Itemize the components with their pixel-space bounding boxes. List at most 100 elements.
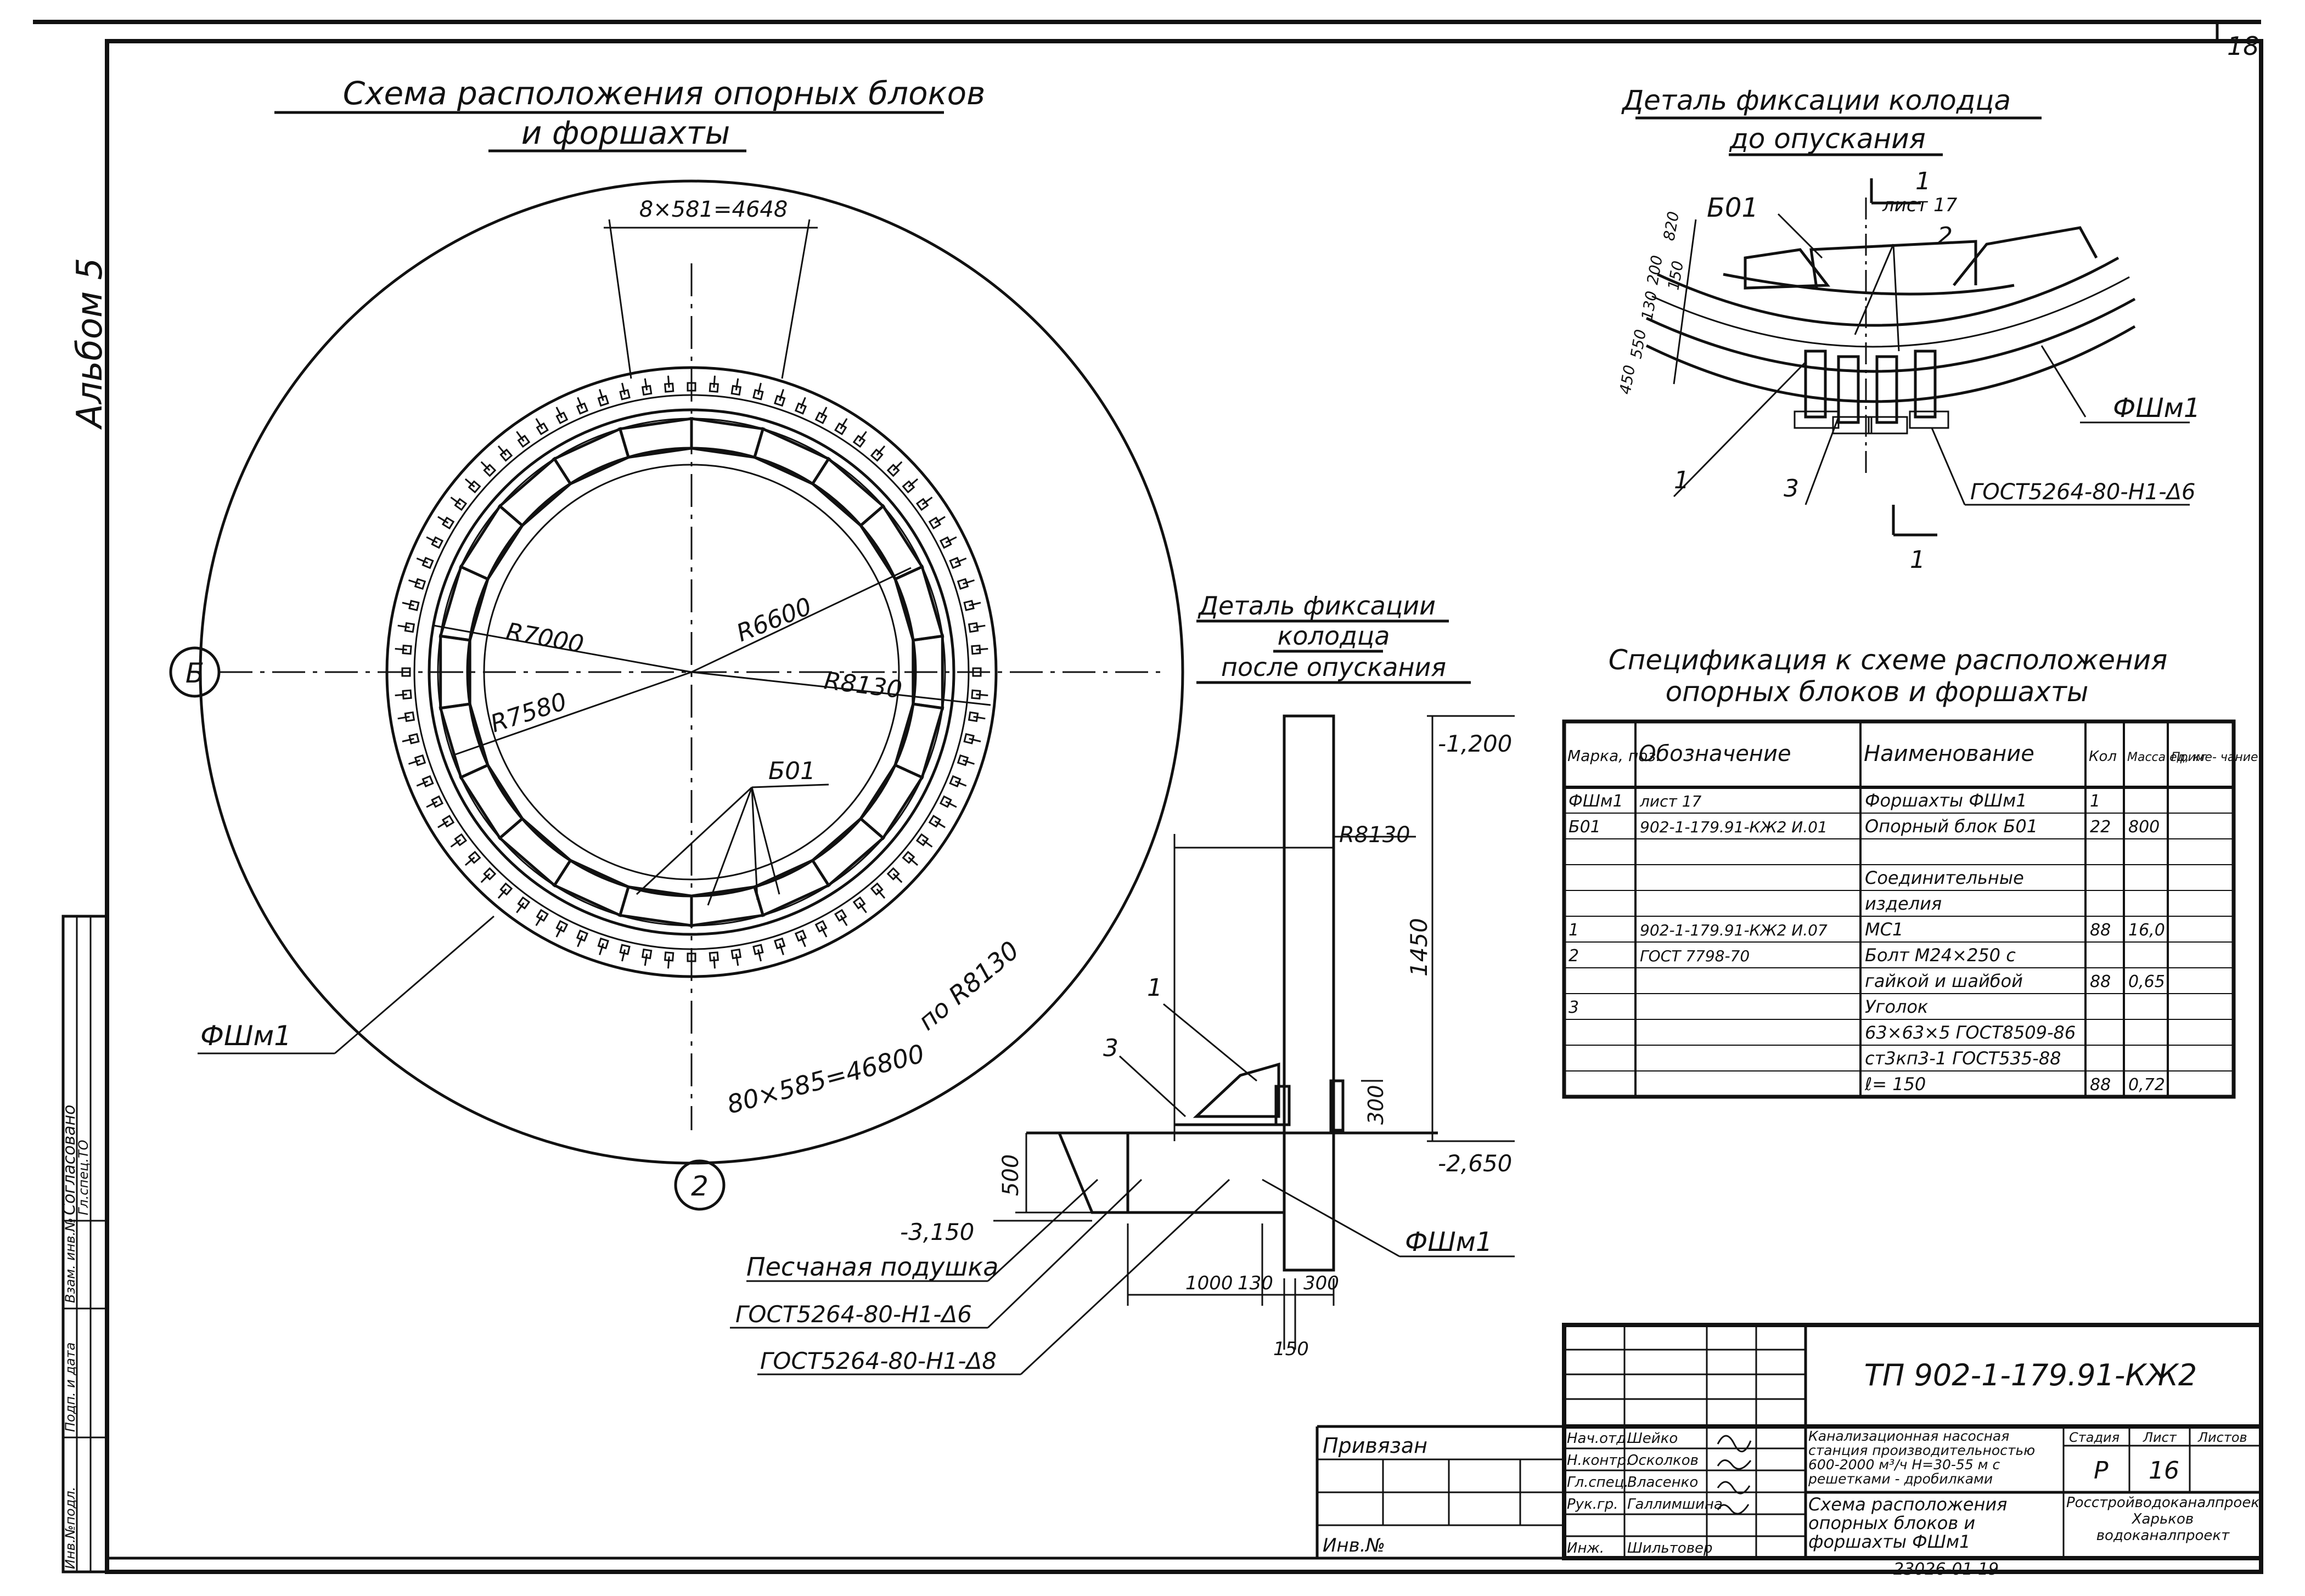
svg-text:820: 820: [1660, 210, 1683, 242]
spec-table-frame: [1562, 719, 2236, 1099]
spec-cell: МС1: [1865, 919, 1903, 940]
fsh-mark-tick: [779, 943, 784, 955]
stamp-code: ТП 902-1-179.91-КЖ2: [1864, 1358, 2197, 1392]
fsh-mark-tick: [858, 902, 867, 913]
fsh-mark-tick: [713, 956, 716, 969]
fsh-mark-tick: [437, 820, 449, 828]
fsh-mark-tick: [667, 375, 670, 388]
spec-cell: 3: [1568, 998, 1579, 1017]
detail-after-fsh: ФШм1: [1405, 1227, 1492, 1257]
stamp-list: 16: [2149, 1457, 2179, 1485]
fsh-mark-tick: [973, 715, 986, 720]
detail-after-lbl-3: 3: [1103, 1034, 1118, 1062]
spec-cell: 88: [2090, 921, 2111, 940]
page-number: 18: [2227, 31, 2259, 61]
fsh-mark-tick: [945, 800, 957, 808]
spec-cell: 1: [1568, 921, 1579, 940]
spec-cell: ГОСТ 7798-70: [1640, 947, 1750, 965]
fsh-mark-tick: [497, 888, 507, 899]
svg-text:Галлимшина: Галлимшина: [1627, 1496, 1723, 1513]
dim-top-label: 8×581=4648: [639, 197, 788, 222]
fsh-mark-tick: [408, 759, 420, 765]
r8130-label: R8130: [823, 667, 904, 704]
svg-text:Рук.гр.: Рук.гр.: [1567, 1496, 1618, 1513]
scheme-title-line1: Схема расположения опорных блоков: [343, 75, 986, 112]
level-1200: -1,200: [1438, 730, 1512, 757]
spec-cell: 2: [1568, 946, 1579, 966]
dim-1450: 1450: [1406, 918, 1432, 977]
svg-text:Инж.: Инж.: [1567, 1540, 1604, 1556]
axis-2-bubble: [674, 1159, 726, 1211]
detail-before-lbl-1: 1: [1674, 466, 1689, 494]
r6600-label: R6600: [733, 593, 816, 648]
axis-b-label: Б: [185, 657, 204, 689]
stamp-sheet-title: Схема расположения опорных блоков и форш…: [1808, 1495, 2008, 1552]
album-label: Альбом 5: [70, 258, 110, 430]
spec-cell: Соединительные: [1865, 867, 2024, 888]
fsh-mark-tick: [535, 915, 543, 926]
spec-cell: 88: [2090, 1075, 2111, 1095]
svg-text:130: 130: [1638, 290, 1661, 322]
spec-cell: ст3кп3-1 ГОСТ535-88: [1865, 1048, 2061, 1069]
fsh-mark-tick: [945, 536, 957, 544]
level-2650: -2,650: [1438, 1150, 1512, 1177]
detail-after-lbl-1: 1: [1147, 974, 1162, 1002]
fsh-mark-tick: [876, 888, 886, 899]
spec-header-cell: Масса ед, кг: [2127, 751, 2207, 764]
gost-weld-2: ГОСТ5264-80-Н1-Δ8: [760, 1347, 997, 1374]
dim-bottom-label: 80×585=46800: [724, 1039, 927, 1120]
fsh-mark-tick: [757, 382, 762, 395]
dim-500: 500: [998, 1154, 1024, 1196]
fsh-mark-tick: [840, 915, 848, 926]
fsh-label: ФШм1: [200, 1020, 291, 1052]
detail-after-title-1: Деталь фиксации: [1198, 591, 1436, 621]
dim-150: 150: [1273, 1338, 1309, 1360]
spec-header-cell: Кол: [2089, 748, 2117, 765]
fsh-mark-tick: [963, 759, 975, 765]
section-mark-top: 1: [1915, 167, 1931, 195]
fsh-mark-tick: [402, 737, 414, 742]
spec-cell: Форшахты ФШм1: [1865, 790, 2027, 811]
dim-bottom-suffix: по R8130: [912, 935, 1025, 1036]
stamp-list-header: Лист: [2143, 1430, 2177, 1445]
stamp-stadia-header: Стадия: [2069, 1430, 2120, 1445]
svg-text:200: 200: [1643, 254, 1666, 286]
fsh-mark-tick: [779, 389, 784, 401]
fsh-mark-tick: [450, 497, 462, 505]
section-mark-bottom: 1: [1910, 546, 1925, 574]
fsh-mark-tick: [876, 445, 886, 456]
fsh-mark-tick: [416, 557, 429, 564]
detail-before-gost: ГОСТ5264-80-Н1-Δ6: [1970, 480, 2195, 505]
scheme-title-line2: и форшахты: [521, 114, 730, 151]
fsh-mark-tick: [397, 715, 410, 720]
stamp-listov-header: Листов: [2197, 1430, 2247, 1445]
section-sheet-top: лист 17: [1882, 194, 1958, 216]
detail-after-drawing: [730, 714, 1515, 1375]
fsh-mark-tick: [963, 579, 975, 585]
dim-130: 130: [1238, 1272, 1273, 1294]
r7580-label: R7580: [487, 687, 570, 738]
fsh-mark-tick: [426, 536, 438, 544]
fsh-mark-tick: [555, 926, 563, 938]
circle-scheme: [198, 179, 1184, 1165]
fsh-mark-tick: [735, 378, 739, 391]
spec-header-cell: Приме- чание: [2171, 751, 2258, 764]
spec-cell: изделия: [1865, 893, 1942, 914]
support-block: [552, 427, 631, 486]
stamp-signatures: [1717, 1435, 1752, 1515]
fsh-mark-tick: [450, 839, 462, 848]
fsh-mark-tick: [934, 820, 946, 828]
fsh-mark-tick: [800, 397, 806, 409]
axis-b-bubble: [169, 646, 221, 698]
level-3150: -3,150: [900, 1219, 974, 1245]
spec-header-cell: Обозначение: [1639, 741, 1791, 766]
fsh-mark-tick: [954, 780, 967, 787]
spec-cell: Уголок: [1865, 996, 1929, 1017]
svg-text:450: 450: [1616, 364, 1639, 396]
fsh-mark-tick: [555, 407, 563, 419]
stamp-roles: Нач.отд. Н.контр. Гл.спец. Рук.гр. Инж.: [1567, 1430, 1631, 1556]
spec-title-1: Спецификация к схеме расположения: [1609, 644, 2168, 676]
fsh-mark-tick: [480, 461, 491, 471]
spec-cell: 0,72: [2128, 1075, 2165, 1095]
